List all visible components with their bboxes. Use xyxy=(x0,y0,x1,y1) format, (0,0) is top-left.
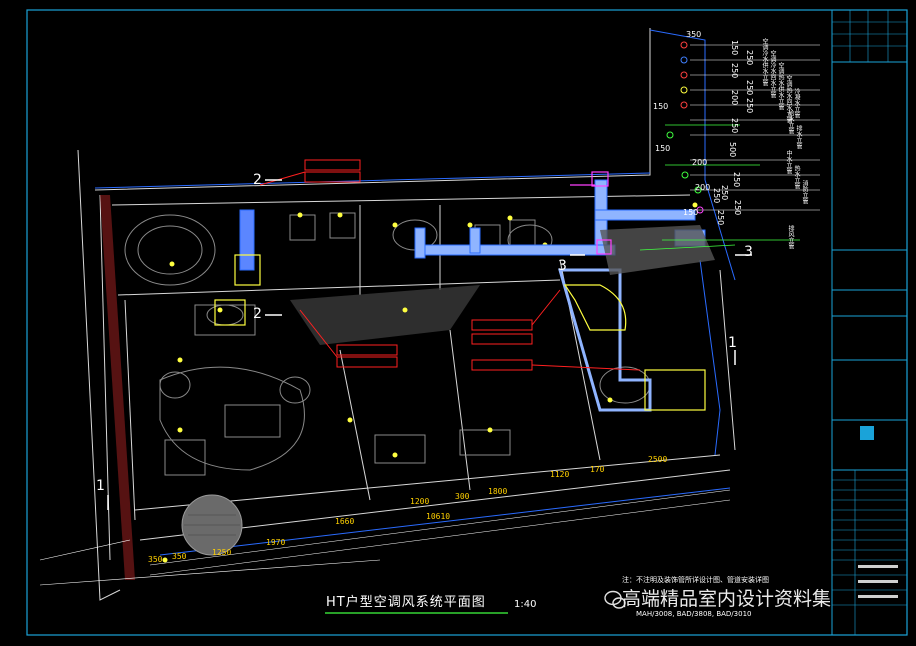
duct-hatch xyxy=(600,225,715,275)
site-lines xyxy=(39,539,381,586)
dim-bottom-7: 1200 xyxy=(410,497,430,506)
pipe-right-number-1: 250 xyxy=(730,118,739,134)
section-mark-2-mid: 2 xyxy=(253,306,262,322)
dim-bottom-5: 1660 xyxy=(335,517,355,526)
pipe-risers xyxy=(639,124,800,251)
pipe-label-10: 消防立管 xyxy=(801,180,808,204)
fan-coil-unit xyxy=(214,254,706,411)
dim-bottom-8: 300 xyxy=(455,492,470,501)
pipe-vertical-number-6: 250 xyxy=(745,98,754,114)
valves xyxy=(570,171,612,255)
wall-hatch xyxy=(290,285,480,345)
dim-bottom-3: 1250 xyxy=(212,548,232,557)
pipe-left-number-2: 150 xyxy=(655,144,671,153)
pipe-label-5: 冷凝水立管 xyxy=(793,88,800,118)
company-logo xyxy=(860,426,874,440)
pipe-left-number-5: 150 xyxy=(683,208,699,217)
pipe-legend-lines xyxy=(690,44,820,211)
dim-bottom-2: 350 xyxy=(172,552,187,561)
pipe-vertical-number-4: 250 xyxy=(745,80,754,96)
label-callouts xyxy=(259,159,641,371)
dim-bottom-10: 1120 xyxy=(550,470,570,479)
drawing-frame xyxy=(26,9,908,636)
pipe-label-1: 空调冷水供水立管 xyxy=(761,38,768,86)
pipe-vertical-number-5: 200 xyxy=(730,90,739,106)
title-block xyxy=(831,9,908,636)
pipe-left-number-1: 150 xyxy=(653,102,669,111)
structural-lines xyxy=(94,29,736,556)
wall-band xyxy=(100,195,135,580)
pipe-label-4: 空调热水回水立管 xyxy=(785,75,792,123)
dim-bottom-1: 350 xyxy=(148,555,163,564)
drawing-title: HT户型空调风系统平面图 xyxy=(326,595,486,610)
pipe-vertical-number-1: 150 xyxy=(730,40,739,56)
pipe-right-number-5: 250 xyxy=(733,200,742,216)
pipe-label-6: 给水立管 xyxy=(787,110,794,134)
pipe-vertical-number-2: 250 xyxy=(745,50,754,66)
dim-bottom-12: 2500 xyxy=(648,455,668,464)
pipe-label-3: 空调热水供水立管 xyxy=(777,62,784,110)
pipe-label-2: 空调冷水回水立管 xyxy=(769,50,776,98)
drawing-note: 注：不注明及装饰管所详设计图、管道安装详图 xyxy=(622,576,769,584)
pipe-right-number-7: 250 xyxy=(716,210,725,226)
pipe-right-number-2: 500 xyxy=(728,142,737,158)
pipe-right-number-3: 250 xyxy=(732,172,741,188)
pipe-vertical-number-3: 250 xyxy=(730,63,739,79)
pipe-markers xyxy=(666,41,704,214)
pipe-top-number: 350 xyxy=(686,30,702,39)
section-mark-2-top: 2 xyxy=(253,172,262,188)
pipe-left-number-4: 200 xyxy=(695,183,711,192)
drawing-note-ref: MAH/3008, BAD/3808, BAD/3010 xyxy=(636,610,752,618)
section-mark-3-right: 3 xyxy=(744,244,753,260)
dim-bottom-9: 1800 xyxy=(488,487,508,496)
dim-bottom-4: 1970 xyxy=(266,538,286,547)
pipe-label-7: 排水立管 xyxy=(795,125,802,149)
dim-bottom-11: 170 xyxy=(590,465,605,474)
dim-bottom-6: 10610 xyxy=(426,512,451,521)
drawing-scale: 1:40 xyxy=(514,599,537,610)
section-mark-3-left: 3 xyxy=(558,258,567,274)
pipe-left-number-3: 200 xyxy=(692,158,708,167)
watermark-text: 高端精品室内设计资料集 xyxy=(622,588,832,610)
wechat-icon xyxy=(604,590,626,609)
section-mark-1-left: 1 xyxy=(96,478,105,494)
pipe-right-number-4: 250 xyxy=(720,185,729,201)
pipe-label-9: 热水立管 xyxy=(793,165,800,189)
pipe-label-11: 排风立管 xyxy=(787,225,794,249)
pipe-right-number-6: 250 xyxy=(712,188,721,204)
section-cut-lines xyxy=(107,179,752,510)
pipe-label-8: 中水立管 xyxy=(785,150,792,174)
section-mark-1-right: 1 xyxy=(728,335,737,351)
dimension-lines xyxy=(149,489,731,576)
